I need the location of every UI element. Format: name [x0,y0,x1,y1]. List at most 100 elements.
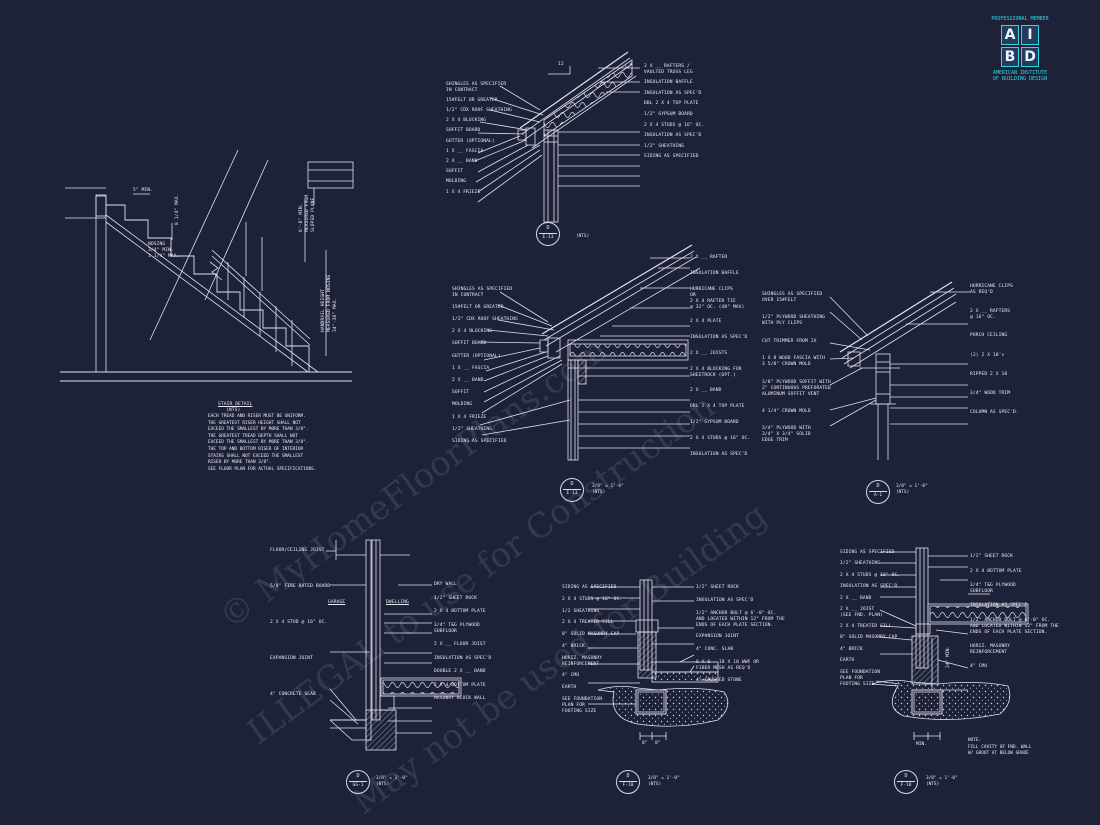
d2R-label: 2 X __ JOISTS [690,351,728,356]
d4R-label: 3/4" T&G PLYWOOD SUBFLOOR [434,622,480,634]
logo-letter-d: D [1021,47,1039,67]
detail-5-bubble-top: D [626,773,630,779]
d5L-label: 4" BRICK [562,644,585,649]
d1R-label: INSULATION AS SPEC'D [644,90,702,96]
d5L-label: 4" CMU [562,673,580,679]
d6R-label: 4" CMU [970,663,988,669]
stair-dim-top: 5" MIN. [133,188,154,193]
d4R-label: DOUBLE 2 X __ BAND [434,669,486,675]
detail-3-bubble-bottom: A-1 [873,493,883,498]
d4R-label: INSULATION AS SPEC'D [434,655,492,661]
logo-mark: A I B D [990,25,1050,67]
stair-dim-side: 8 1/4" MAX. [175,193,180,225]
d2L-label: 1/2" SHEATHING [452,426,493,432]
d3L-label: 1/2" PLYWOOD SHEATHING WITH PLY CLIPS [762,315,826,327]
d6R-label: 1/2" SHEET ROCK [970,554,1013,559]
d3L-label: SHINGLES AS SPECIFIED OVER 15#FELT [762,292,823,303]
detail-2-bubble-top: D [570,481,574,487]
d5R-label: 1/2" SHEET ROCK [696,585,739,590]
d5R-label: 1/2" ANCHOR BOLT @ 6'-0" OC. AND LOCATED… [696,610,785,628]
d3R-label: COLUMN AS SPEC'D. [970,410,1019,416]
d3L-label: 4 1/4" CROWN MOLD [762,408,811,414]
d6R-label: 2 X 4 BOTTOM PLATE [970,568,1022,574]
d5R-label: INSULATION AS SPEC'D [696,597,754,603]
d4L-label: 5/8" FIRE RATED BOARD [270,584,331,589]
d2L-label: SOFFIT [452,390,470,396]
d1L-label: GUTTER (OPTIONAL) [446,138,495,144]
d6L-label: 2 X 4 TREATED SILL [840,623,892,629]
d2R-label: INSULATION AS SPEC'D [690,451,748,457]
detail-6-bubble-top: D [904,773,908,779]
d2L-label: 1/2" CDX ROOF SHEATHING [452,316,518,322]
d5R-label: EXPANSION JOINT [696,634,739,640]
d1R-label: INSULATION AS SPEC'D [644,133,702,139]
detail-4-bubble-bottom: GG-1 [352,783,364,788]
detail-4-dwelling: DWELLING [386,600,409,605]
d3L-label: 1 X 8 WOOD FASCIA WITH 3 5/8" CROWN MOLD [762,356,826,368]
d6L-label: 4" BRICK [840,646,863,652]
detail-2-scale: 3/8" = 1'-0" (NTS) [592,484,624,495]
d2L-label: 15#FELT OR GREATER [452,304,504,310]
detail-6-note: NOTE: FILL CAVITY OF FND. WALL W/ GROUT … [968,738,1032,757]
d2L-label: 2 X __ BAND [452,377,484,383]
d6L-label: SIDING AS SPECIFIED [840,550,895,555]
stair-note: EACH TREAD AND RISER MUST BE UNIFORM. TH… [208,414,317,472]
d3R-label: RIPPED 2 X 10 [970,371,1008,377]
d2L-label: SIDING AS SPECIFIED [452,438,507,444]
detail-3-scale: 3/8" = 1'-0" (NTS) [896,484,928,495]
d2L-label: 1 X 4 FRIEZE [452,414,487,420]
detail-6-bubble: D F-18 [894,770,918,794]
d2R-label: 2 X __ RAFTER [690,255,728,260]
d2R-label: HURRICANE CLIPS OR 2 X 4 RAFTER TIE @ 32… [690,286,745,310]
d5L-label: HORIZ. MASONRY REINFORCEMENT [562,655,603,667]
d2R-label: 1/2" GYPSUM BOARD [690,420,739,426]
d1R-label: 2 X __ RAFTERS / VAULTED TRUSS LEG [644,64,693,75]
logo-subtitle: AMERICAN INSTITUTE OF BUILDING DESIGN [992,70,1048,82]
d2R-label: INSULATION AS SPEC'D [690,335,748,341]
d5L-label: 1/2 SHEATHING [562,608,600,614]
d3R-label: 2 X __ RAFTERS @ 16" OC. [970,308,1011,320]
detail-1-bubble: D E-13 [536,222,560,246]
detail-1-bubble-top: D [546,225,550,231]
stair-title: STAIR DETAIL [218,402,253,407]
detail-5-drawing [588,579,729,740]
d6R-label: 1/2" ANCHOR BOLT @ 6'-0" OC. AND LOCATED… [970,617,1059,635]
d1R-label: 2 X 4 STUDS @ 16" OC. [644,122,705,128]
stair-headroom: 6'-8" MIN. MEASURED FROM SLOPED PLANE [299,194,316,232]
stair-handrail: HANDRAIL HEIGHT MEASURED FROM NOSING 34"… [321,274,338,332]
detail-4-bubble-top: D [356,773,360,779]
detail-1-drawing [474,51,640,223]
d6L-label: 1/2" SHEATHING [840,561,881,567]
d5L-label: SEE FOUNDATION PLAN FOR FOOTING SIZE [562,696,603,714]
stair-nts: (NTS) [226,408,241,413]
d4R-label: 2 X __ FLOOR JOIST [434,641,486,647]
d5L-label: 2 X 4 STUDS @ 16" OC. [562,596,623,602]
d5L-label: 2 X 4 TREATED SILL [562,620,614,626]
detail-4-bubble: D GG-1 [346,770,370,794]
logo-title: PROFESSIONAL MEMBER [991,16,1049,22]
d1L-label: 1 X __ FASCIA [446,148,484,154]
d2R-label: INSULATION BAFFLE [690,270,739,276]
d2R-label: 2 X 4 PLATE [690,319,722,325]
d4R-label: DRY WALL [434,582,457,587]
detail-4-garage: GARAGE [328,600,346,605]
logo-letter-b: B [1001,47,1019,67]
d4R-label: 2 X 4 BOTTOM PLATE [434,682,486,688]
detail-2-drawing [479,244,701,461]
detail-1-pitch: 12 [558,62,564,67]
d3L-label: CUT TRIMMER FROM 2X [762,338,817,344]
d1R-label: INSULATION BAFFLE [644,80,693,86]
d2L-label: GUTTER (OPTIONAL) [452,353,501,359]
d2L-label: SOFFIT BOARD [452,341,487,347]
d1R-label: 1/2" SHEATHING [644,143,685,149]
d1R-label: DBL 2 X 4 TOP PLATE [644,101,699,107]
d2L-label: 2 X 4 BLOCKING [452,329,493,335]
d5L-label: SIDING AS SPECIFIED [562,585,617,590]
detail-5-dim-2: 8" [655,741,661,746]
d1R-label: 1/2" GYPSUM BOARD [644,111,693,117]
detail-3-drawing [829,281,970,460]
detail-6-bubble-bottom: F-18 [900,783,912,788]
d6L-label: 2 X __ BAND [840,595,872,601]
